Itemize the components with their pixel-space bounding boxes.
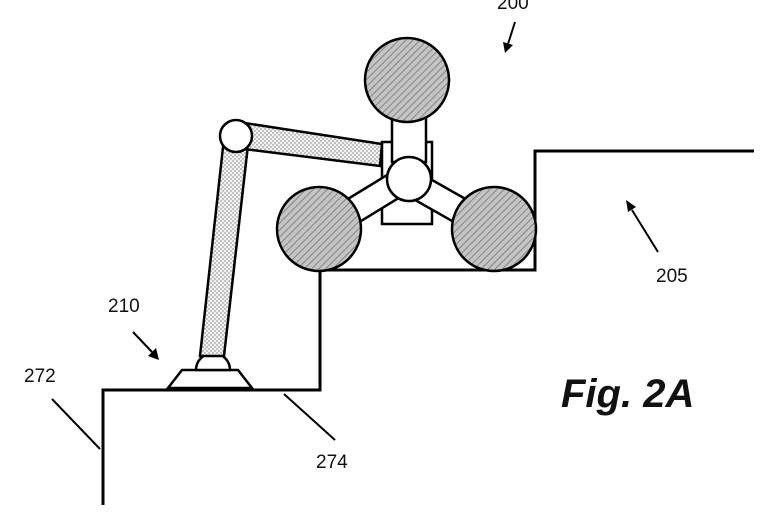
arrowhead-210 <box>148 348 159 360</box>
leader-arrow-200 <box>507 21 516 45</box>
label-274: 274 <box>316 452 348 473</box>
manipulator-elbow-joint <box>218 118 254 154</box>
leader-arrow-205 <box>631 209 659 253</box>
leader-arrow-210 <box>132 331 153 353</box>
robot-top-wheel <box>363 36 451 124</box>
leader-line-272 <box>51 398 101 450</box>
manipulator-foot <box>165 368 255 390</box>
label-210: 210 <box>108 296 140 317</box>
arrowhead-205 <box>626 200 636 212</box>
figure-caption: Fig. 2A <box>561 372 694 416</box>
label-200: 200 <box>497 0 529 14</box>
manipulator-upper-link <box>234 120 384 168</box>
robot-hub <box>385 155 433 203</box>
robot-right-wheel <box>450 185 538 273</box>
label-272: 272 <box>24 366 56 387</box>
label-205: 205 <box>656 266 688 287</box>
leader-line-274 <box>283 393 336 441</box>
robot-left-wheel <box>275 185 363 273</box>
manipulator-lower-link <box>198 136 250 358</box>
arrowhead-200 <box>503 42 513 53</box>
